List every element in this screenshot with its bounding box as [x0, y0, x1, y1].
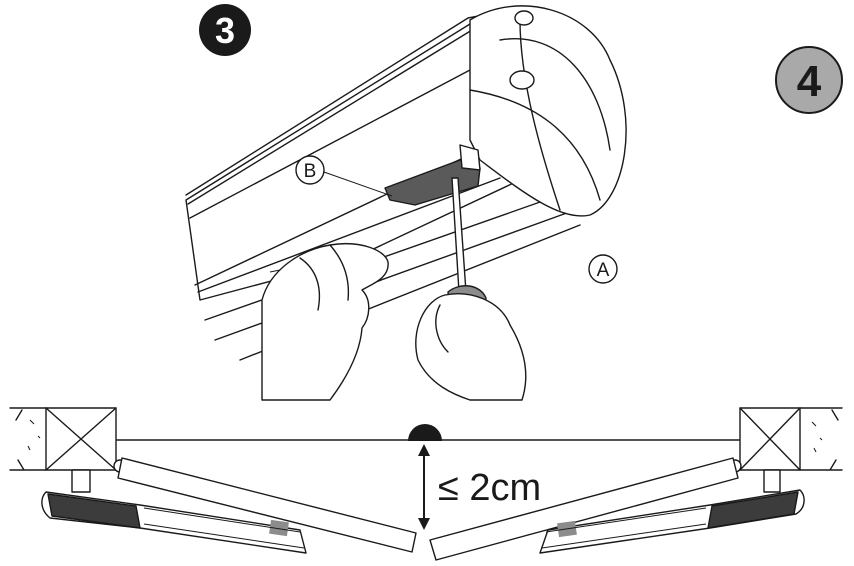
callout-a-label: A: [597, 260, 610, 281]
step-4-number: 4: [797, 57, 822, 106]
step-3-badge-circle: [199, 4, 251, 56]
step-3-illustration: B A: [185, 5, 627, 401]
right-motor-detail: [707, 491, 799, 529]
left-hand: [261, 243, 389, 401]
right-hand-finger: [435, 304, 449, 353]
bracket-b: [384, 159, 481, 206]
callout-a-circle: [588, 254, 618, 284]
measurement-label: ≤ 2cm: [438, 467, 541, 509]
left-bracket-cross: [45, 407, 117, 471]
left-hand-finger-1: [329, 244, 350, 301]
end-cap: [469, 5, 627, 217]
step-3-number: 3: [215, 10, 235, 51]
cassette-edge-2: [187, 29, 473, 205]
left-motor-lines: [143, 507, 305, 549]
measurement-arrow-head-bottom: [418, 518, 430, 530]
right-wall-texture: [811, 421, 823, 453]
step-4-illustration: ≤ 2cm: [9, 407, 843, 561]
bracket-face: [459, 144, 481, 171]
end-cap-rib-2: [469, 89, 601, 201]
left-motor-detail: [47, 493, 141, 529]
left-wall-lines: [9, 407, 47, 471]
end-cap-hole: [509, 70, 535, 90]
right-bracket-stem: [763, 469, 781, 493]
step-3-badge: 3: [199, 4, 251, 56]
right-motor-lines: [541, 507, 707, 549]
step-4-badge: 4: [775, 46, 843, 114]
callout-b-label: B: [304, 161, 317, 182]
center-stop: [408, 424, 442, 441]
end-cap-screw: [514, 10, 534, 26]
end-cap-rib-3: [519, 19, 561, 211]
right-wall-lines: [799, 407, 843, 471]
step-4-badge-circle: [775, 46, 843, 114]
left-bracket-stem: [71, 469, 91, 493]
cassette-edge-5: [197, 177, 501, 293]
left-wall-texture: [27, 419, 41, 451]
right-arm: [429, 457, 739, 561]
left-arm: [117, 457, 417, 553]
measurement-arrow-head-top: [418, 444, 430, 456]
right-hand: [415, 293, 527, 401]
left-motor-band: [269, 519, 289, 537]
cassette-edge-3: [189, 69, 471, 219]
callout-b-circle: [295, 155, 325, 185]
right-bracket-cross: [739, 407, 801, 471]
callout-b-leader: [323, 171, 393, 197]
left-hand-finger-2: [299, 257, 321, 311]
